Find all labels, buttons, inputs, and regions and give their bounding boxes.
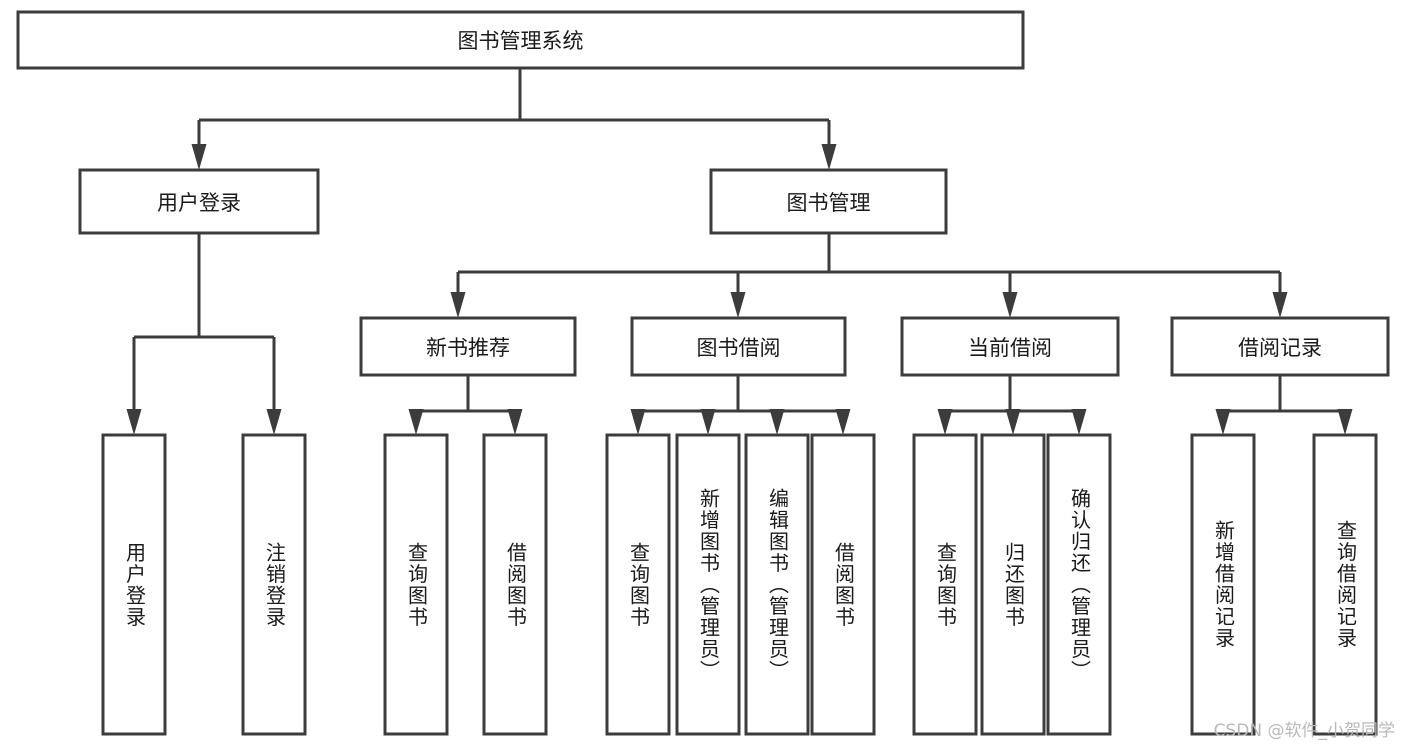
arrow-head-icon bbox=[630, 409, 646, 435]
connector-layer bbox=[126, 68, 1353, 435]
node-box-leaf-query-book-3[interactable] bbox=[912, 433, 978, 736]
connector-borrow-record-to-leaves bbox=[1215, 375, 1353, 435]
node-box-user-login[interactable] bbox=[78, 168, 320, 235]
arrow-head-icon bbox=[1215, 409, 1231, 435]
arrow-head-icon bbox=[1005, 409, 1021, 435]
arrow-head-icon bbox=[408, 409, 424, 435]
connector-book-borrow-to-leaves bbox=[630, 375, 851, 435]
box-layer bbox=[16, 10, 1390, 736]
arrow-head-icon bbox=[1071, 409, 1087, 435]
arrow-head-icon bbox=[1002, 292, 1018, 318]
node-box-book-manage[interactable] bbox=[709, 168, 948, 235]
node-box-leaf-query-record[interactable] bbox=[1312, 433, 1378, 736]
node-box-book-borrow[interactable] bbox=[630, 316, 847, 377]
arrow-head-icon bbox=[1272, 292, 1288, 318]
arrow-head-icon bbox=[769, 409, 785, 435]
connector-current-borrow-to-leaves bbox=[937, 375, 1087, 435]
arrow-head-icon bbox=[937, 409, 953, 435]
connector-user-login-to-leaves bbox=[126, 233, 282, 435]
node-box-leaf-query-book-2[interactable] bbox=[605, 433, 671, 736]
arrow-head-icon bbox=[700, 409, 716, 435]
node-box-leaf-user-login[interactable] bbox=[101, 433, 167, 736]
connector-new-book-recommend-to-leaves bbox=[408, 375, 523, 435]
node-box-leaf-edit-book[interactable] bbox=[744, 433, 810, 736]
node-box-leaf-user-logout[interactable] bbox=[241, 433, 307, 736]
node-box-leaf-confirm-return[interactable] bbox=[1046, 433, 1112, 736]
connector-root-to-level2 bbox=[191, 68, 837, 170]
node-box-leaf-add-record[interactable] bbox=[1190, 433, 1256, 736]
node-box-borrow-record[interactable] bbox=[1170, 316, 1390, 377]
arrow-head-icon bbox=[266, 409, 282, 435]
connector-book-manage-to-level3 bbox=[450, 233, 1288, 318]
node-box-current-borrow[interactable] bbox=[900, 316, 1120, 377]
node-box-leaf-borrow-book-1[interactable] bbox=[482, 433, 548, 736]
arrow-head-icon bbox=[450, 292, 466, 318]
node-box-leaf-borrow-book-2[interactable] bbox=[810, 433, 876, 736]
arrow-head-icon bbox=[191, 144, 207, 170]
node-box-leaf-query-book-1[interactable] bbox=[383, 433, 449, 736]
arrow-head-icon bbox=[1337, 409, 1353, 435]
arrow-head-icon bbox=[835, 409, 851, 435]
arrow-head-icon bbox=[821, 144, 837, 170]
node-box-leaf-add-book[interactable] bbox=[675, 433, 741, 736]
node-box-leaf-return-book[interactable] bbox=[980, 433, 1046, 736]
node-box-root[interactable] bbox=[16, 10, 1025, 70]
arrow-head-icon bbox=[507, 409, 523, 435]
arrow-head-icon bbox=[126, 409, 142, 435]
arrow-head-icon bbox=[730, 292, 746, 318]
node-box-new-book-recommend[interactable] bbox=[359, 316, 577, 377]
